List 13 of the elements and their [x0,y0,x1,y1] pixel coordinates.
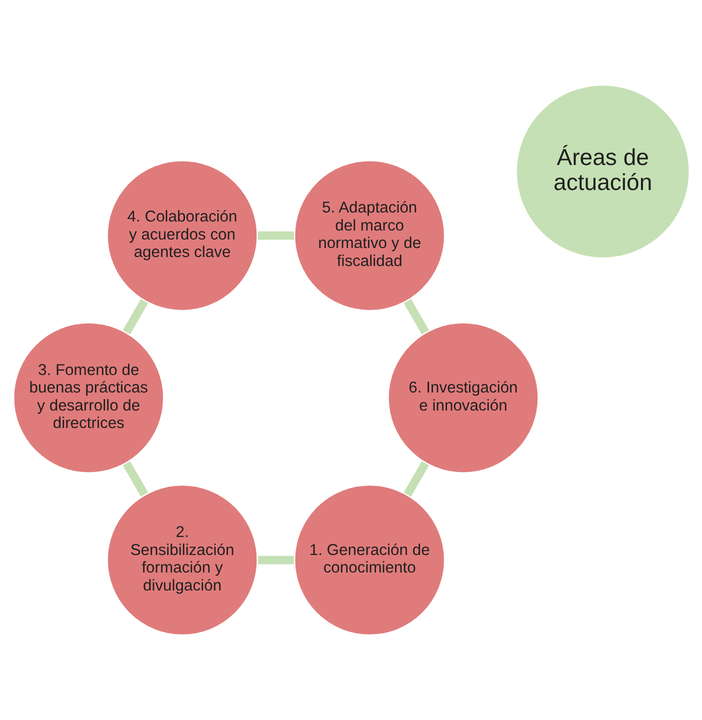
node-circle: Áreas de actuación [514,83,690,260]
node-circle: 1. Generación de conocimiento [292,484,446,637]
node-circle: 2. Sensibilización formación y divulgación [105,484,258,637]
connector [257,556,294,564]
node-circle: 5. Adaptación del marco normativo y de fiscalidad [292,159,446,312]
connector [257,231,294,240]
connector [403,299,429,334]
node-circle: 3. Fomento de buenas prácticas y desarrollo de directrices [12,321,165,474]
connector [122,461,148,497]
node-circle: 4. Colaboración y acuerdos con agentes clave [105,159,258,312]
connector [403,461,429,497]
connector [122,299,148,334]
node-circle: 6. Investigación e innovación [386,321,540,474]
